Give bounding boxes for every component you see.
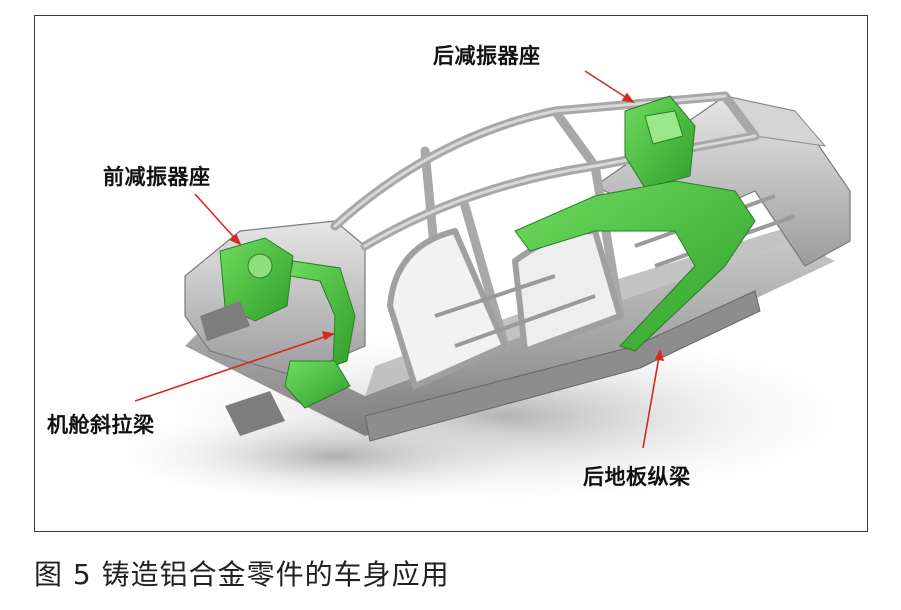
front-shock-tower-part	[219, 237, 294, 322]
label-rear-floor-rail: 后地板纵梁	[583, 465, 691, 489]
rear-floor-rail-part	[514, 180, 756, 352]
arrow-front-shock-tower	[194, 193, 241, 245]
arrow-cabin-diagonal-beam	[134, 333, 334, 402]
arrow-rear-floor-rail	[642, 350, 661, 449]
highlighted-cast-parts	[219, 95, 756, 409]
car-body-illustration	[95, 70, 867, 511]
label-front-shock-tower: 前减振器座	[103, 165, 211, 189]
front-door-opening	[387, 228, 508, 389]
label-cabin-diagonal-beam: 机舱斜拉梁	[47, 413, 155, 437]
figure-caption: 图 5 铸造铝合金零件的车身应用	[34, 558, 450, 591]
label-rear-shock-tower: 后减振器座	[433, 44, 541, 68]
figure-frame: 后减振器座 前减振器座 机舱斜拉梁 后地板纵梁	[34, 15, 868, 532]
